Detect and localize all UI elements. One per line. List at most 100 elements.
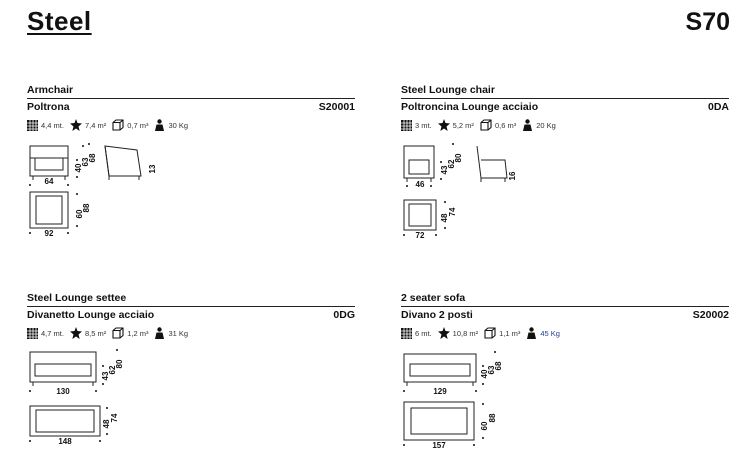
volume-spec: 0,7 m³ (112, 119, 148, 131)
product-header-row: Divano 2 posti S20002 (401, 306, 729, 321)
width-label: 130 (56, 387, 70, 396)
technical-drawing: 46 43 62 80 16 72 48 74 (401, 136, 731, 254)
leather-value: 10,8 m² (452, 328, 479, 338)
product-armchair: Armchair Poltrona S20001 4,4 mt. 7,4 m² … (27, 84, 357, 254)
volume-value: 0,7 m³ (127, 120, 149, 130)
weight-value: 45 Kg (540, 328, 560, 338)
weight-spec: 45 Kg (526, 327, 560, 339)
technical-drawing: 130 43 62 80 148 48 74 (27, 344, 357, 462)
spec-row: 4,7 mt. 8,5 m² 1,2 m³ 31 Kg (27, 326, 194, 340)
weight-icon (155, 119, 165, 131)
width-label: 64 (45, 177, 54, 186)
leather-icon (69, 327, 82, 339)
fabric-spec: 6 mt. (401, 327, 432, 339)
technical-drawing: 64 40 63 68 13 92 60 88 (27, 136, 357, 254)
side-view (104, 145, 142, 180)
depth-label: 92 (45, 229, 54, 238)
weight-icon (523, 119, 533, 131)
weight-value: 31 Kg (168, 328, 189, 338)
height-label-3: 68 (494, 361, 503, 370)
product-subname: Poltroncina Lounge acciaio (401, 101, 539, 113)
depth-label: 148 (58, 437, 72, 446)
volume-value: 0,6 m³ (494, 120, 517, 130)
dim-dots (29, 143, 90, 186)
weight-icon (527, 327, 537, 339)
seat-depth-label: 88 (488, 413, 497, 422)
product-subname: Poltrona (27, 101, 70, 113)
leather-value: 5,2 m² (452, 120, 474, 130)
product-name: Steel Lounge settee (27, 292, 127, 304)
fabric-value: 3 mt. (415, 120, 432, 130)
depth-label: 72 (416, 231, 425, 240)
leather-icon (437, 119, 450, 131)
box-icon (112, 327, 124, 339)
product-code: 0DA (707, 101, 729, 113)
seat-height-label: 60 (480, 421, 489, 430)
leather-spec: 5,2 m² (437, 119, 474, 131)
volume-spec: 1,2 m³ (112, 327, 148, 339)
height-label-2: 62 (108, 365, 117, 374)
product-lounge-chair: Steel Lounge chair Poltroncina Lounge ac… (401, 84, 731, 254)
weight-spec: 31 Kg (154, 327, 188, 339)
dimension-drawing: 46 43 62 80 16 72 48 74 (403, 143, 517, 240)
height-label-3: 80 (454, 153, 463, 162)
volume-value: 1,2 m³ (127, 328, 149, 338)
leather-icon (437, 327, 450, 339)
front-view (29, 145, 69, 180)
fabric-spec: 4,4 mt. (27, 119, 64, 131)
product-code: S20002 (692, 309, 729, 321)
height-label-2: 62 (447, 159, 456, 168)
front-view (29, 351, 97, 386)
fabric-icon (27, 119, 38, 131)
fabric-value: 4,7 mt. (41, 328, 64, 338)
leather-spec: 8,5 m² (69, 327, 107, 339)
volume-spec: 1,1 m³ (484, 327, 520, 339)
height-label-1: 43 (101, 371, 110, 380)
width-label: 46 (416, 180, 425, 189)
product-code: 0DG (333, 309, 355, 321)
product-header-row: Divanetto Lounge acciaio 0DG (27, 306, 355, 321)
product-header-row: Poltrona S20001 (27, 98, 355, 113)
fabric-icon (401, 119, 412, 131)
front-view (403, 353, 477, 386)
leather-value: 8,5 m² (84, 328, 107, 338)
spec-row: 6 mt. 10,8 m² 1,1 m³ 45 Kg (401, 326, 566, 340)
seat-depth-label: 74 (110, 413, 119, 422)
height-label-2: 63 (81, 157, 90, 166)
spec-row: 3 mt. 5,2 m² 0,6 m³ 20 Kg (401, 118, 562, 132)
seat-depth-label: 74 (448, 207, 457, 216)
leather-value: 7,4 m² (84, 120, 107, 130)
fabric-value: 6 mt. (415, 328, 432, 338)
volume-spec: 0,6 m³ (480, 119, 516, 131)
plan-view (403, 199, 437, 231)
spec-row: 4,4 mt. 7,4 m² 0,7 m³ 30 Kg (27, 118, 194, 132)
fabric-icon (27, 327, 38, 339)
technical-drawing: 129 40 63 68 157 60 88 (401, 344, 731, 462)
height-label-2: 63 (487, 365, 496, 374)
seat-height-label: 48 (440, 213, 449, 222)
side-label: 13 (148, 164, 157, 173)
product-code: S20001 (318, 101, 355, 113)
plan-view (403, 401, 475, 441)
fabric-spec: 4,7 mt. (27, 327, 64, 339)
weight-spec: 30 Kg (154, 119, 188, 131)
fabric-icon (401, 327, 412, 339)
box-icon (484, 327, 496, 339)
height-label-1: 43 (440, 165, 449, 174)
fabric-value: 4,4 mt. (41, 120, 64, 130)
front-view (403, 145, 435, 182)
page-title: Steel (27, 6, 92, 36)
seat-height-label: 60 (75, 209, 84, 218)
product-header-row: Poltroncina Lounge acciaio 0DA (401, 98, 729, 113)
box-icon (480, 119, 492, 131)
box-icon (112, 119, 124, 131)
leather-spec: 7,4 m² (69, 119, 107, 131)
dimension-drawing: 64 40 63 68 13 92 60 88 (29, 143, 157, 238)
weight-icon (155, 327, 165, 339)
plan-view (29, 191, 69, 229)
height-label-1: 40 (480, 369, 489, 378)
height-label-3: 80 (115, 359, 124, 368)
product-lounge-settee: Steel Lounge settee Divanetto Lounge acc… (27, 292, 357, 462)
dimension-drawing: 129 40 63 68 157 60 88 (403, 351, 503, 450)
side-view (476, 145, 508, 182)
